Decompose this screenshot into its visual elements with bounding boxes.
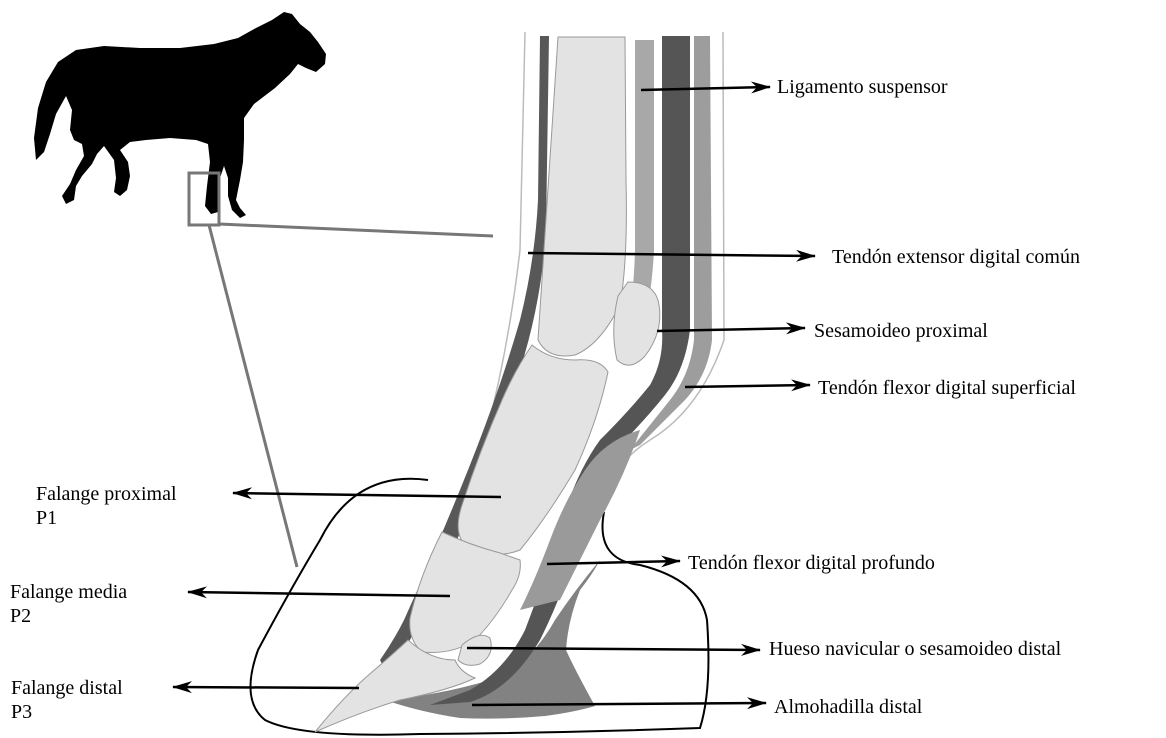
label-tendon-flexor-profundo: Tendón flexor digital profundo xyxy=(688,551,935,575)
label-falange-distal: Falange distal P3 xyxy=(11,676,123,724)
horse-silhouette xyxy=(34,12,326,218)
label-sesamoideo-proximal: Sesamoideo proximal xyxy=(814,319,988,343)
label-tendon-extensor: Tendón extensor digital común xyxy=(832,245,1080,269)
label-falange-media: Falange media P2 xyxy=(10,580,127,628)
arrow-hueso-navicular xyxy=(467,648,760,650)
label-falange-proximal: Falange proximal P1 xyxy=(36,482,177,530)
arrow-ligamento-suspensor xyxy=(641,87,770,90)
label-ligamento-suspensor: Ligamento suspensor xyxy=(777,75,948,99)
cannon-bone xyxy=(538,37,626,356)
arrow-falange-distal xyxy=(173,687,359,688)
label-hueso-navicular: Hueso navicular o sesamoideo distal xyxy=(769,637,1061,661)
proximal-sesamoid xyxy=(614,282,660,365)
suspensory-ligament xyxy=(628,40,654,320)
label-tendon-flexor-superficial: Tendón flexor digital superficial xyxy=(818,376,1076,400)
arrow-falange-media xyxy=(188,592,450,596)
distal-phalanx-p3 xyxy=(315,640,475,732)
label-almohadilla: Almohadilla distal xyxy=(774,695,922,719)
